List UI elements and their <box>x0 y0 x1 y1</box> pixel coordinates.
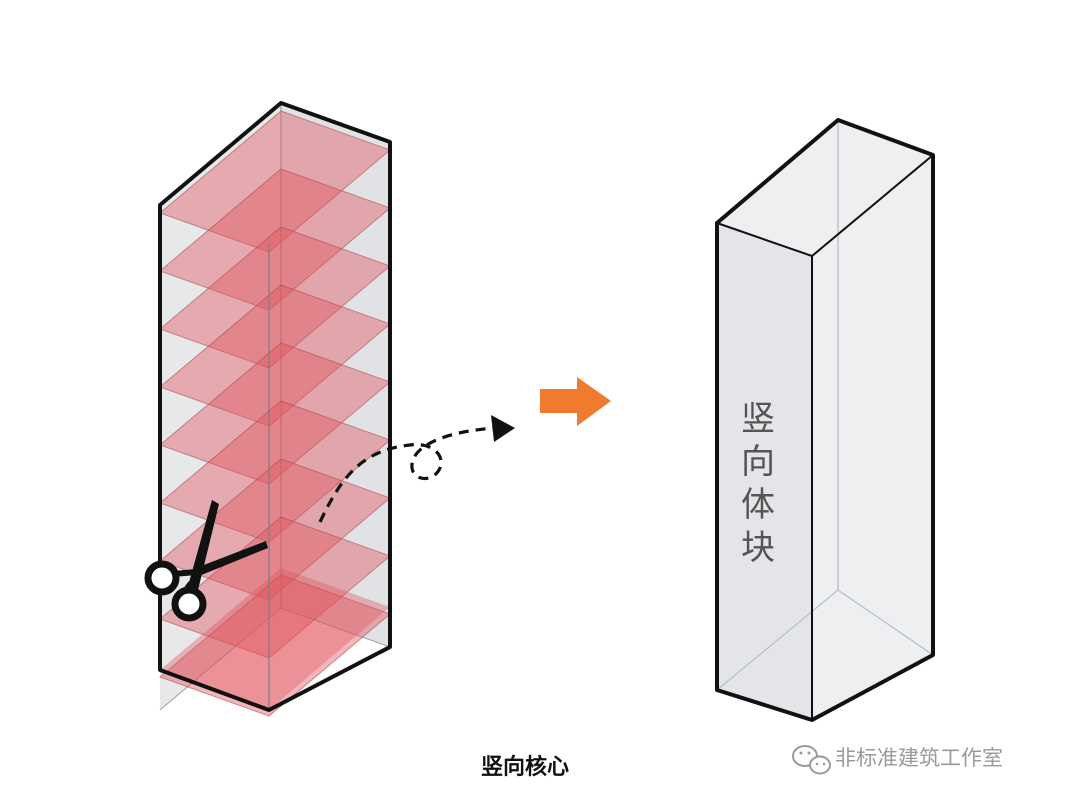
right-block-front-face <box>717 223 812 720</box>
right-block-top-edge <box>716 222 813 257</box>
left-stacked-block <box>158 101 392 717</box>
right-block-label-char: 竖 <box>741 399 775 439</box>
right-block-top-edge <box>811 154 934 257</box>
right-vertical-volume: 竖 向 体 块 <box>715 118 935 722</box>
left-block-back-face-right <box>281 103 390 647</box>
left-block-back-edge <box>159 607 282 711</box>
dashed-curved-arrow-icon <box>318 415 515 523</box>
right-block-label-char: 块 <box>741 528 775 568</box>
right-block-label-char: 体 <box>741 485 775 525</box>
left-block-back-face-left <box>160 103 281 710</box>
scissors-icon <box>144 500 268 622</box>
floor-slab <box>160 568 390 710</box>
left-block-back-edge <box>280 607 391 648</box>
watermark: 非标准建筑工作室 <box>792 745 1003 775</box>
orange-arrow-icon <box>540 377 611 426</box>
wechat-icon <box>792 745 831 775</box>
right-block-back-edge <box>716 589 839 691</box>
floor-slabs <box>159 110 391 717</box>
watermark-text: 非标准建筑工作室 <box>835 746 1003 770</box>
right-block-outline <box>715 118 935 722</box>
diagram-caption: 竖向核心 <box>481 754 569 780</box>
right-block-back-edge <box>837 589 934 656</box>
right-block-label-char: 向 <box>741 442 775 482</box>
